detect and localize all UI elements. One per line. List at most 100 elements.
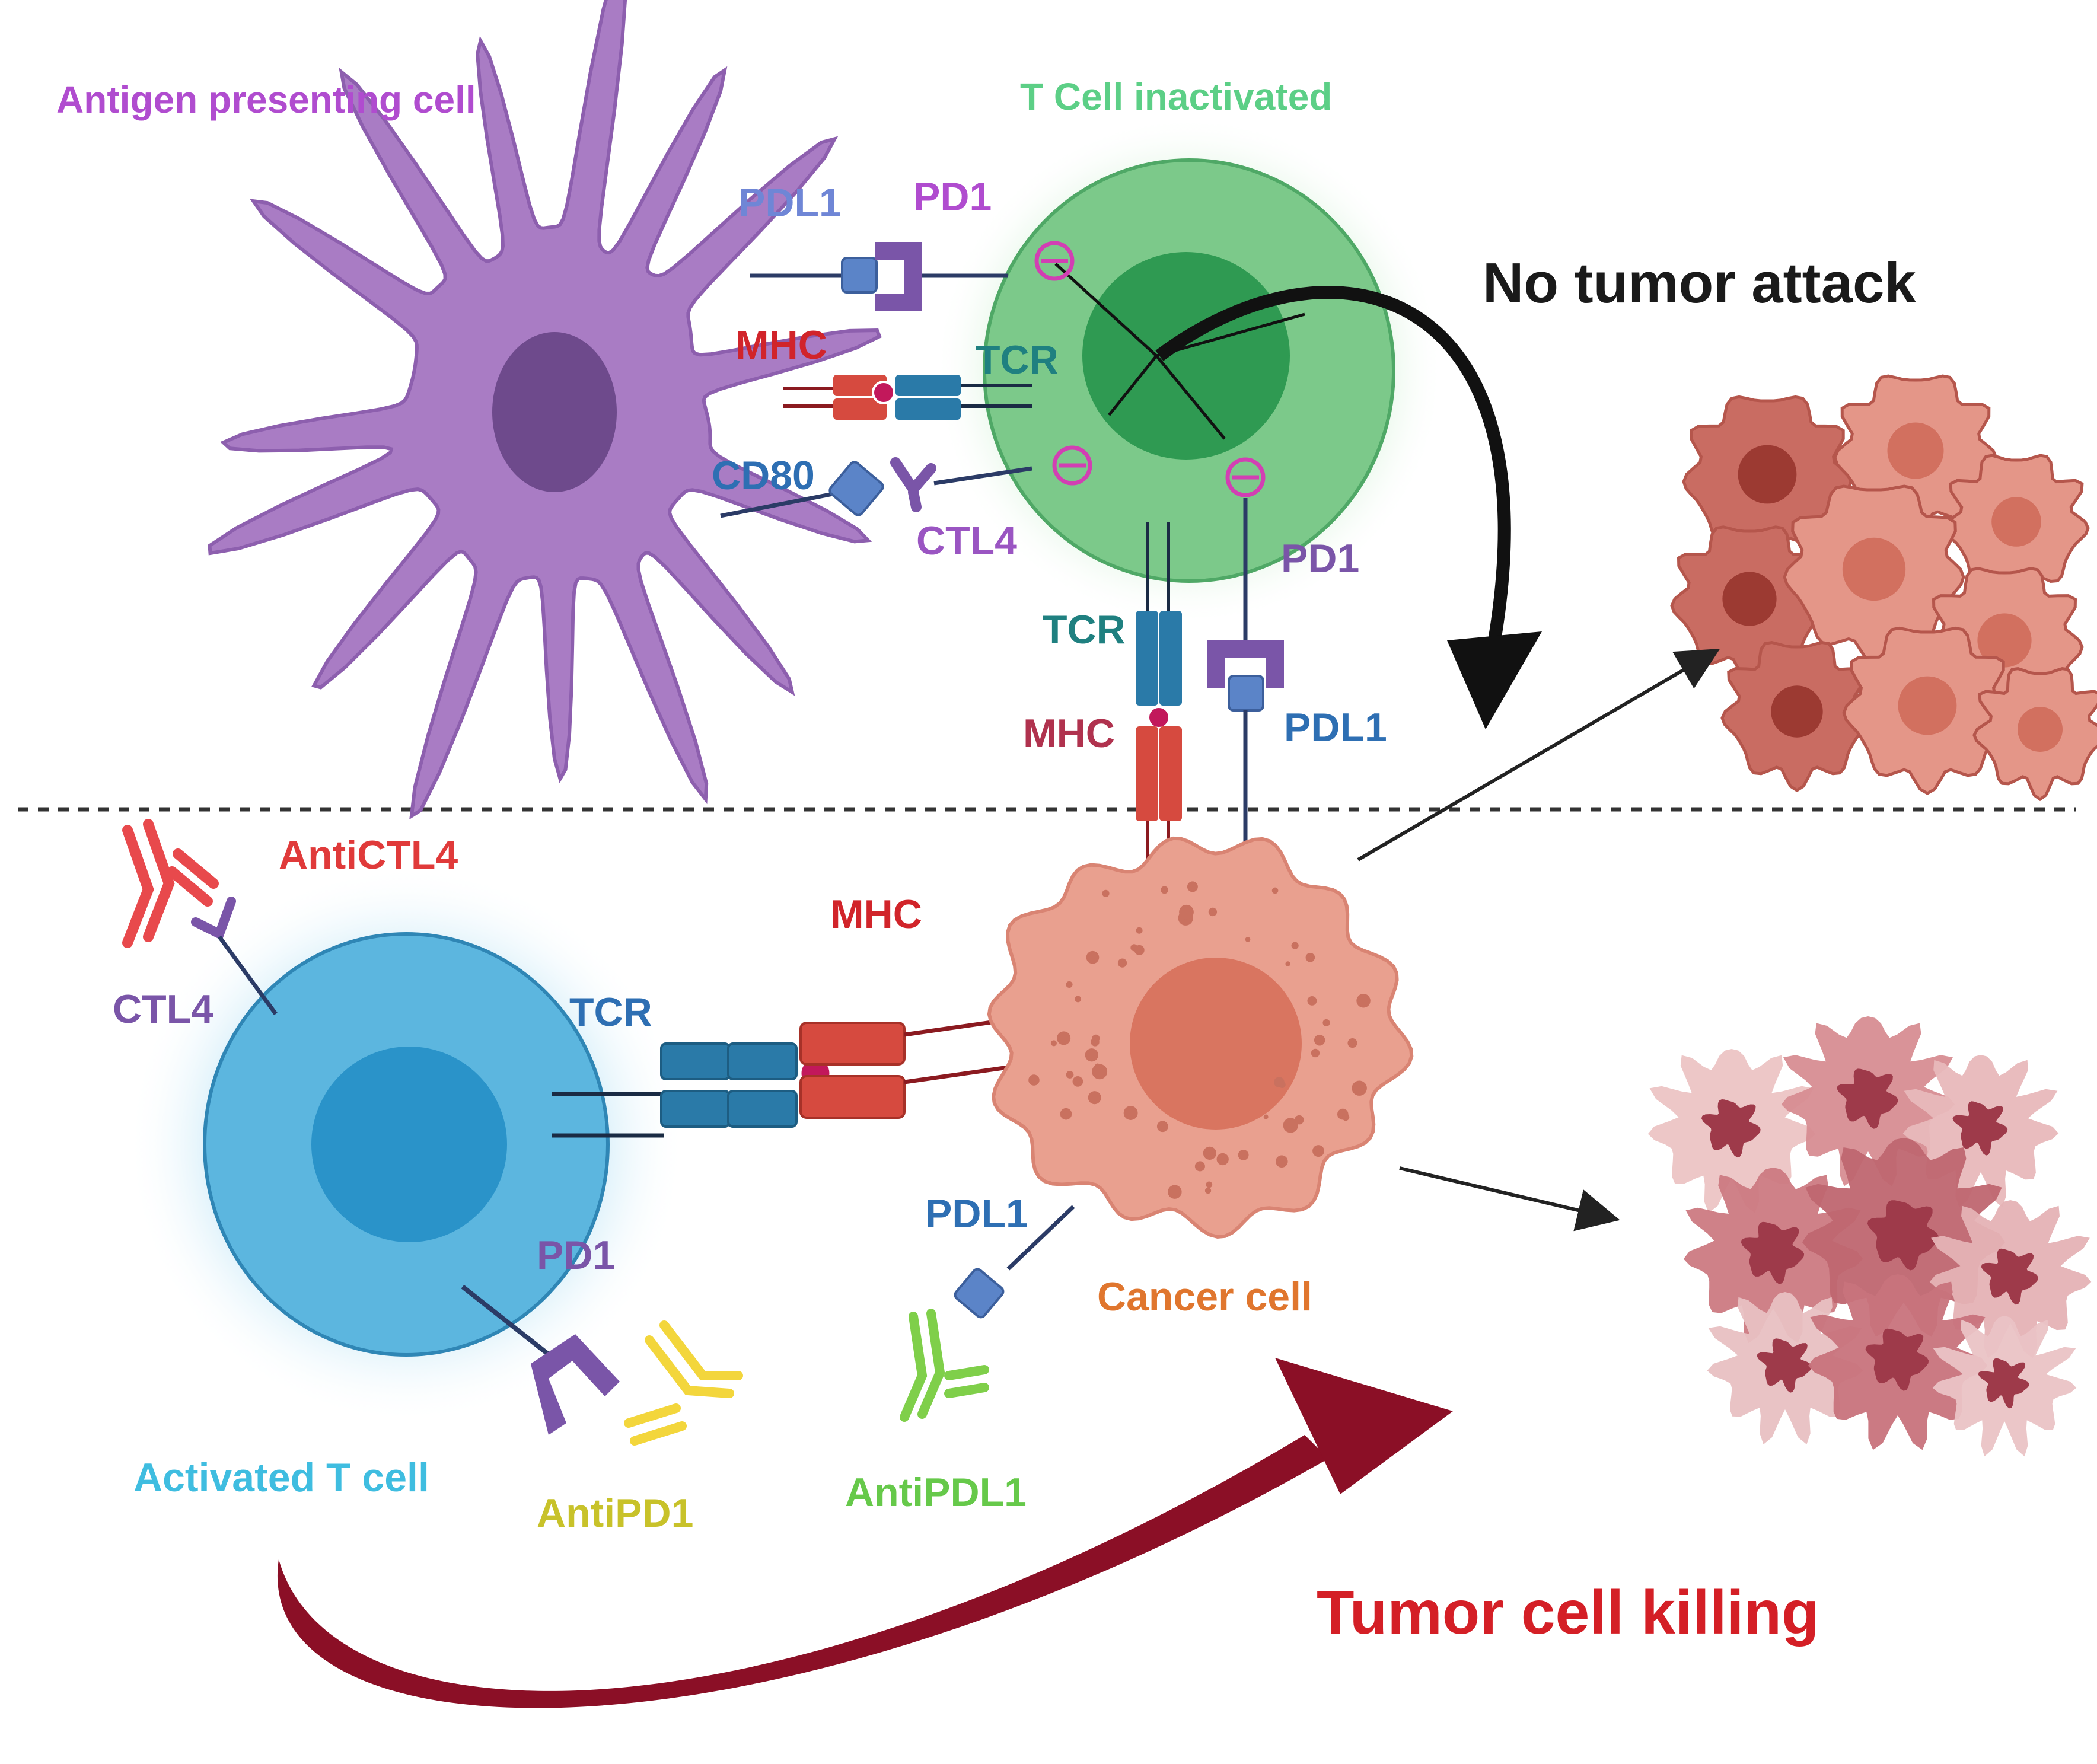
- cancer-granule: [1279, 1081, 1286, 1089]
- dying-tumor-nucleus: [1757, 1338, 1812, 1393]
- cancer-granule: [1285, 961, 1290, 966]
- label-ctl4-top: CTL4: [916, 518, 1017, 563]
- tumor-cell-nucleus: [1898, 676, 1957, 735]
- cancer-granule: [1057, 1031, 1071, 1045]
- tumor-killing-arrowhead: [1275, 1358, 1453, 1494]
- tumor-cell-nucleus: [2018, 707, 2063, 752]
- label-anti-pdl1: AntiPDL1: [845, 1470, 1027, 1515]
- tumor-cell-nucleus: [1738, 445, 1797, 504]
- cancer-granule: [1060, 1108, 1072, 1120]
- cancer-granule: [1283, 1118, 1298, 1133]
- cancer-granule: [1307, 996, 1317, 1006]
- label-tcr-mid: TCR: [1043, 607, 1126, 652]
- label-pd1-bottom: PD1: [537, 1233, 615, 1278]
- cancer-granule: [1314, 1034, 1325, 1046]
- anti-pdl1-antibody: [900, 1309, 989, 1422]
- label-pd1-mid: PD1: [1281, 536, 1359, 581]
- cancer-granule: [1088, 1091, 1101, 1105]
- dying-tumor-nucleus: [1952, 1101, 2008, 1156]
- inactive-t-cell: [934, 116, 1444, 626]
- tumor-cluster-dying: [1647, 1016, 2092, 1457]
- label-cd80: CD80: [712, 453, 815, 498]
- label-anti-pd1: AntiPD1: [537, 1491, 693, 1536]
- cancer-granule: [1271, 887, 1279, 894]
- label-anti-ctl4: AntiCTL4: [279, 832, 458, 878]
- label-ctl4-bottom: CTL4: [113, 987, 213, 1032]
- cancer-granule: [1091, 1038, 1100, 1047]
- ctl4-receptor: [191, 897, 278, 1016]
- cancer-granule: [1311, 1048, 1320, 1058]
- label-no-tumor-attack: No tumor attack: [1483, 251, 1916, 315]
- label-tcr-top: TCR: [976, 337, 1059, 382]
- label-pd1-top: PD1: [913, 174, 992, 219]
- cancer-granule: [1092, 1064, 1108, 1080]
- cancer-granule: [1086, 950, 1100, 964]
- tumor-cell-nucleus: [1842, 537, 1906, 601]
- tcr-mhc-bottom-pair: [552, 1017, 1009, 1138]
- cancer-granule: [1204, 1187, 1212, 1194]
- antigen-presenting-cell: [208, 0, 882, 820]
- cancer-granule: [1356, 994, 1371, 1008]
- tumor-cell-nucleus: [1991, 497, 2041, 547]
- cancer-granule: [1085, 1048, 1098, 1062]
- pd1-bottom-receptor: [461, 1284, 620, 1435]
- tcr-mhc-vertical-pair: [1136, 522, 1182, 860]
- cancer-granule: [1072, 1076, 1083, 1087]
- cancer-granule: [1179, 904, 1194, 920]
- mhc-tcr-top-pair: [783, 375, 1032, 420]
- label-tcr-bottom: TCR: [569, 990, 652, 1035]
- dying-tumor-nucleus: [1978, 1358, 2029, 1409]
- cancer-granule: [1208, 907, 1218, 917]
- no-attack-arrowhead: [1447, 631, 1542, 729]
- apc-nucleus: [492, 332, 617, 492]
- label-pdl1-top: PDL1: [738, 180, 842, 225]
- cancer-granule: [1117, 958, 1127, 968]
- cancer-granule: [1066, 981, 1073, 988]
- dying-tumor-nucleus: [1837, 1068, 1898, 1129]
- arrow-to-tumor-killed: [1399, 1166, 1620, 1232]
- cancer-granule: [1028, 1074, 1040, 1086]
- label-pdl1-mid: PDL1: [1284, 705, 1387, 750]
- activated-t-cell: [128, 866, 685, 1423]
- cancer-granule: [1156, 1121, 1168, 1133]
- cancer-cell-granules: [1028, 881, 1371, 1199]
- cancer-granule: [1066, 1071, 1074, 1079]
- pdl1-pd1-top-pair: [750, 242, 1008, 311]
- label-apc: Antigen presenting cell: [56, 78, 476, 121]
- pd1-pdl1-vertical-pair: [1207, 498, 1284, 842]
- cancer-granule: [1347, 1038, 1357, 1048]
- activated-t-cell-nucleus: [311, 1047, 507, 1242]
- tumor-killing-arrow: [277, 1435, 1328, 1708]
- tumor-cell-nucleus: [1722, 572, 1777, 626]
- anti-pd1-antibody: [624, 1320, 743, 1446]
- cancer-granule: [1216, 1153, 1229, 1166]
- no-attack-arrow: [1155, 286, 1511, 642]
- inhibition-sign-icon: [1034, 241, 1075, 281]
- cancer-granule: [1050, 1040, 1057, 1047]
- inhibition-sign-icon: [1052, 445, 1092, 486]
- label-cancer-cell: Cancer cell: [1097, 1274, 1312, 1319]
- cancer-granule: [1305, 953, 1315, 962]
- cancer-granule: [1187, 881, 1198, 892]
- cancer-granule: [1291, 942, 1299, 949]
- pdl1-bottom-receptor: [954, 1205, 1075, 1319]
- cancer-granule: [1245, 937, 1251, 942]
- cancer-granule: [1294, 1115, 1304, 1125]
- dying-tumor-nucleus: [1867, 1200, 1939, 1271]
- cancer-granule: [1276, 1155, 1288, 1168]
- cancer-cell: [987, 836, 1414, 1239]
- dying-tumor-nucleus: [1701, 1099, 1761, 1158]
- arrow-to-tumor-intact: [1357, 648, 1720, 862]
- label-mhc-mid: MHC: [1023, 711, 1115, 756]
- cancer-granule: [1206, 1181, 1213, 1188]
- cancer-granule: [1203, 1146, 1216, 1160]
- tumor-cell-nucleus: [1977, 613, 2032, 668]
- label-mhc-bottom: MHC: [830, 892, 922, 937]
- cancer-granule: [1312, 1145, 1324, 1157]
- cancer-granule: [1075, 996, 1082, 1003]
- cancer-granule: [1161, 886, 1168, 894]
- dying-tumor-nucleus: [1865, 1328, 1929, 1391]
- cd80-ctl4-pair: [720, 457, 1032, 518]
